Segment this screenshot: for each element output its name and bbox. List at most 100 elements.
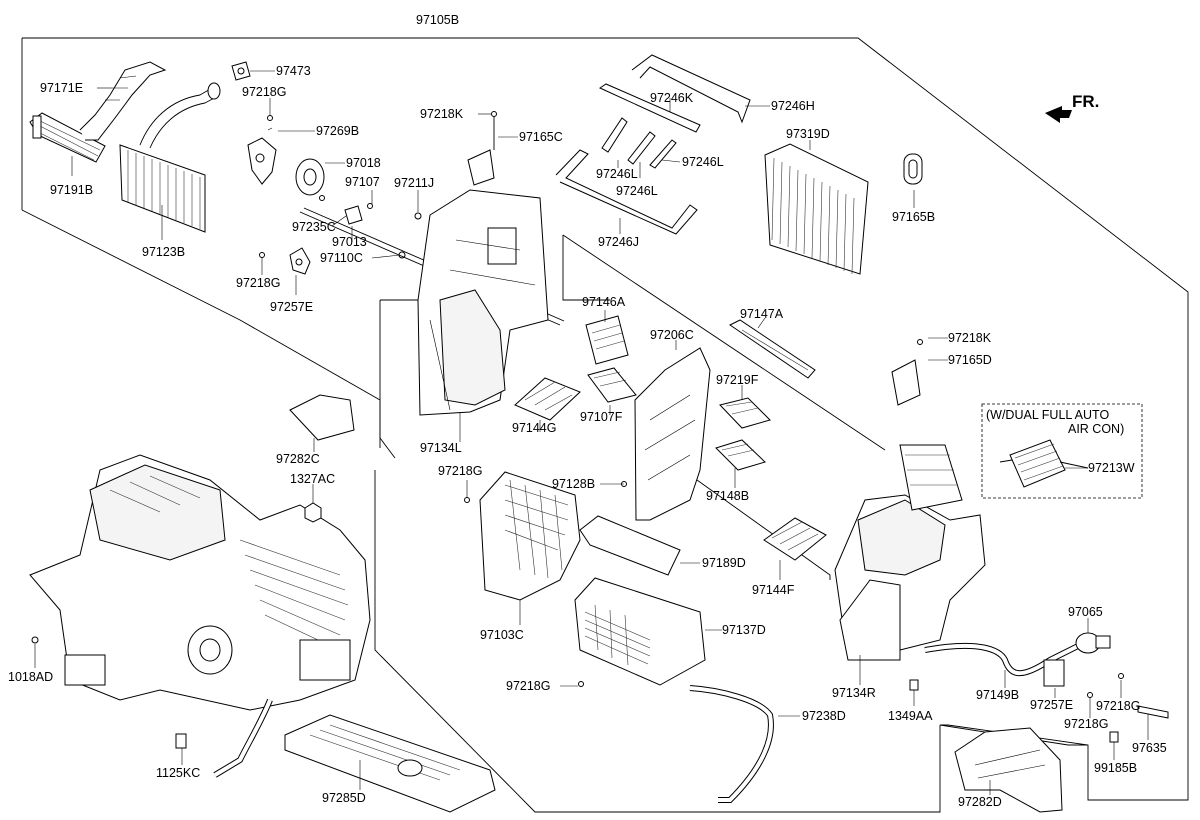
part-97065-sensor xyxy=(1075,632,1111,654)
dual-full-auto-note: (W/DUAL FULL AUTO AIR CON) xyxy=(981,403,1143,499)
label-97282C-a: 97282C xyxy=(276,452,320,466)
label-97246K: 97246K xyxy=(650,91,694,105)
label-1349AA: 1349AA xyxy=(888,709,933,723)
part-97144G-door xyxy=(514,377,581,421)
part-97257E-lower xyxy=(1043,659,1065,687)
front-label: FR. xyxy=(1072,92,1099,111)
leader-lines xyxy=(34,70,1149,795)
label-97211J: 97211J xyxy=(394,176,434,190)
note-line-1: (W/DUAL FULL AUTO xyxy=(986,408,1109,422)
part-97147A-seal xyxy=(729,319,816,379)
label-97218K-a: 97218K xyxy=(420,107,464,121)
part-97285D-cover xyxy=(284,714,496,813)
label-97189D: 97189D xyxy=(702,556,746,570)
part-97149B-hose xyxy=(924,642,1082,677)
screws-upper-left xyxy=(259,115,422,259)
note-line-2: AIR CON) xyxy=(1068,422,1124,436)
label-99185B: 99185B xyxy=(1094,761,1137,775)
part-97257E-upper xyxy=(289,247,311,275)
label-97148B: 97148B xyxy=(706,489,749,503)
part-97473 xyxy=(231,61,251,81)
label-97018: 97018 xyxy=(346,156,381,170)
label-97165C: 97165C xyxy=(519,130,563,144)
label-97128B: 97128B xyxy=(552,477,595,491)
label-97134R: 97134R xyxy=(832,686,876,700)
label-97171E: 97171E xyxy=(40,81,83,95)
part-97246H-cover xyxy=(631,54,751,124)
label-1125KC: 1125KC xyxy=(156,766,200,780)
label-97213W: 97213W xyxy=(1088,461,1135,475)
part-97246L-strips xyxy=(601,117,677,169)
label-97218G-a: 97218G xyxy=(242,85,286,99)
part-1018AD-screw xyxy=(31,636,39,644)
front-direction-indicator: FR. xyxy=(1045,92,1099,123)
part-97018-lever xyxy=(295,158,325,196)
part-97146A-door xyxy=(585,315,629,365)
label-97146A: 97146A xyxy=(582,295,626,309)
part-97269B-actuator xyxy=(247,127,277,185)
label-97257E-b: 97257E xyxy=(1030,698,1073,712)
label-97635: 97635 xyxy=(1132,741,1167,755)
label-97218G-c: 97218G xyxy=(438,464,482,478)
part-97635 xyxy=(1137,705,1169,719)
label-97105B: 97105B xyxy=(416,13,459,27)
part-97165B-seal xyxy=(903,153,923,185)
parts-group xyxy=(29,54,1169,813)
part-97282D-duct xyxy=(954,727,1063,813)
label-97144G: 97144G xyxy=(512,421,556,435)
label-97107: 97107 xyxy=(345,175,380,189)
part-97148B-door xyxy=(715,439,766,471)
label-97165D: 97165D xyxy=(948,353,992,367)
part-97213W-mode-actuator xyxy=(999,439,1089,488)
label-97246L-a: 97246L xyxy=(596,167,638,181)
label-97285D: 97285D xyxy=(322,791,366,805)
label-97246H: 97246H xyxy=(771,99,815,113)
part-97319D-filter xyxy=(764,143,869,275)
label-97137D: 97137D xyxy=(722,623,766,637)
part-97206C-case xyxy=(634,347,711,521)
part-97189D-filter-guide xyxy=(579,515,681,576)
label-97269B: 97269B xyxy=(316,124,359,138)
label-97134L: 97134L xyxy=(420,441,462,455)
part-97246K-strip xyxy=(598,83,701,133)
part-1349AA xyxy=(909,679,919,691)
label-97110C: 97110C xyxy=(320,251,363,265)
part-labels: 97105B 97171E 97191B 97123B 97473 97218G… xyxy=(8,13,1167,809)
part-97134R-case-right xyxy=(834,444,986,661)
label-97107F: 97107F xyxy=(580,410,623,424)
label-97191B: 97191B xyxy=(50,183,93,197)
label-97123B: 97123B xyxy=(142,245,185,259)
part-99185B xyxy=(1109,731,1119,743)
label-97218G-f: 97218G xyxy=(1064,717,1108,731)
part-97171E xyxy=(79,61,167,141)
part-97219F-door xyxy=(719,397,771,429)
part-97123B-heater-core xyxy=(119,82,221,233)
label-97246L-b: 97246L xyxy=(616,184,658,198)
part-97246J-frame xyxy=(555,149,698,235)
label-97218G-d: 97218G xyxy=(506,679,550,693)
part-1327AC-nut xyxy=(304,502,322,523)
label-97473: 97473 xyxy=(276,64,311,78)
label-97238D: 97238D xyxy=(802,709,846,723)
part-97144F-door xyxy=(763,517,827,561)
label-97165B: 97165B xyxy=(892,210,935,224)
part-97103C-duct xyxy=(479,471,581,601)
label-97103C: 97103C xyxy=(480,628,524,642)
part-97107F-door xyxy=(587,367,637,403)
label-97218G-e: 97218G xyxy=(1096,699,1140,713)
label-97144F: 97144F xyxy=(752,583,795,597)
label-97246J: 97246J xyxy=(598,235,639,249)
part-97165C-bracket xyxy=(467,111,497,186)
label-97206C: 97206C xyxy=(650,328,694,342)
part-97013 xyxy=(344,205,363,225)
label-97147A: 97147A xyxy=(740,307,784,321)
part-1125KC-bolt-hose xyxy=(175,698,273,778)
label-1327AC: 1327AC xyxy=(290,472,335,486)
part-97191B xyxy=(29,112,106,163)
label-1018AD: 1018AD xyxy=(8,670,53,684)
part-hvac-main-assembly xyxy=(29,454,371,711)
part-97137D-case xyxy=(574,577,706,686)
part-97165D-bracket xyxy=(891,339,923,406)
label-97282D: 97282D xyxy=(958,795,1002,809)
